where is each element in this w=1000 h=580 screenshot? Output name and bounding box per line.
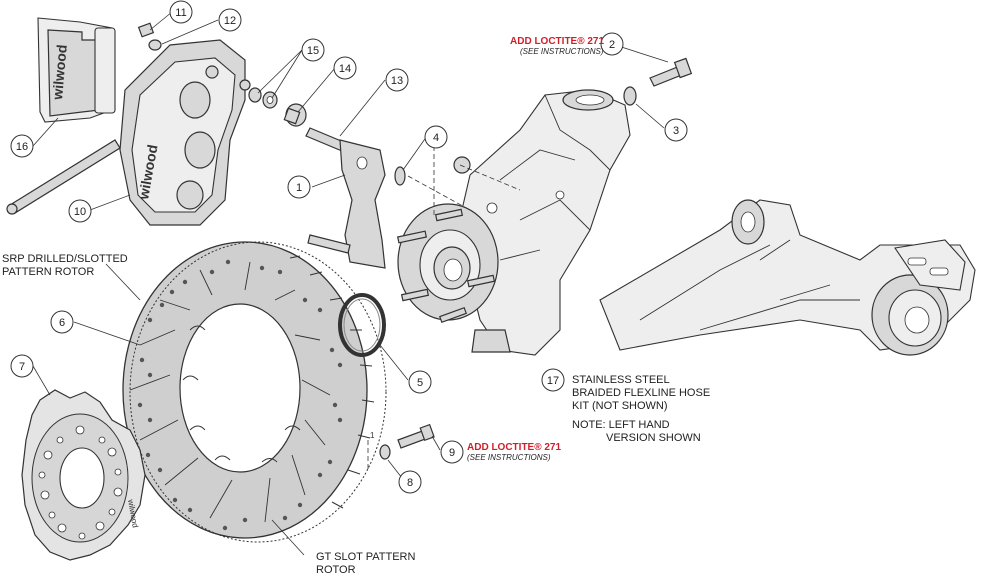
- svg-text:12: 12: [224, 15, 236, 27]
- callout-4: 4: [424, 125, 448, 149]
- axis-tag: 1: [370, 431, 375, 440]
- loctite-bottom-label: ADD LOCTITE® 271: [467, 442, 561, 453]
- kit-label-line3: KIT (NOT SHOWN): [572, 400, 668, 412]
- bolt-9-icon: [397, 423, 435, 449]
- callout-8: 8: [398, 470, 422, 494]
- washer-8-icon: [379, 444, 391, 460]
- callout-13: 13: [385, 68, 409, 92]
- callout-16: 16: [10, 134, 34, 158]
- hardware-11-12-icon: [137, 22, 162, 51]
- spacer-14-icon: [283, 103, 307, 127]
- loctite-bottom-sub: (SEE INSTRUCTIONS): [467, 453, 551, 462]
- callout-2: 2: [600, 32, 624, 56]
- washer-3-icon: [623, 86, 637, 106]
- callout-5: 5: [408, 370, 432, 394]
- svg-text:13: 13: [391, 75, 403, 87]
- svg-text:2: 2: [609, 39, 615, 51]
- svg-text:5: 5: [417, 377, 423, 389]
- wheel-stud-icon: [396, 208, 496, 324]
- callout-6: 6: [50, 310, 74, 334]
- svg-text:15: 15: [307, 45, 319, 57]
- callout-14: 14: [333, 56, 357, 80]
- brake-pad-icon: wilwood: [37, 17, 116, 123]
- loctite-top-label: ADD LOCTITE® 271: [510, 36, 604, 47]
- callout-17: 17: [541, 368, 565, 392]
- svg-text:8: 8: [407, 477, 413, 489]
- callout-3: 3: [664, 118, 688, 142]
- loctite-top-sub: (SEE INSTRUCTIONS): [520, 47, 604, 56]
- seal-ring-icon: [338, 293, 386, 357]
- gt-label-line2: ROTOR: [316, 564, 356, 576]
- callout-12: 12: [218, 8, 242, 32]
- svg-text:3: 3: [673, 125, 679, 137]
- note-line2: VERSION SHOWN: [606, 432, 701, 444]
- washer-15-icon: [248, 87, 278, 109]
- callout-9: 9: [440, 440, 464, 464]
- svg-text:6: 6: [59, 317, 65, 329]
- callout-10: 10: [68, 199, 92, 223]
- svg-text:4: 4: [433, 132, 439, 144]
- bracket-icon: [307, 139, 386, 269]
- svg-text:17: 17: [547, 375, 559, 387]
- kit-label-line1: STAINLESS STEEL: [572, 374, 670, 386]
- svg-text:14: 14: [339, 63, 351, 75]
- rotor-hat-icon: wilwood: [21, 389, 146, 561]
- srp-label-line1: SRP DRILLED/SLOTTED: [2, 253, 128, 265]
- caliper-icon: wilwood: [119, 39, 251, 226]
- callout-1: 1: [287, 175, 311, 199]
- callout-7: 7: [10, 354, 34, 378]
- control-arm-icon: [599, 199, 976, 356]
- bolt-2-icon: [649, 57, 693, 87]
- svg-text:9: 9: [449, 447, 455, 459]
- svg-text:16: 16: [16, 141, 28, 153]
- rotor-ring-icon: [122, 241, 387, 543]
- washer-4-icon: [394, 166, 406, 186]
- callout-11: 11: [169, 0, 193, 24]
- callout-15: 15: [301, 38, 325, 62]
- gt-label-line1: GT SLOT PATTERN: [316, 551, 415, 563]
- svg-text:11: 11: [175, 7, 186, 19]
- kit-label-line2: BRAIDED FLEXLINE HOSE: [572, 387, 710, 399]
- hub-knuckle-icon: [396, 89, 631, 356]
- svg-text:10: 10: [74, 206, 86, 218]
- note-line1: NOTE: LEFT HAND: [572, 419, 670, 431]
- pad-brand-text: wilwood: [49, 44, 70, 101]
- svg-text:1: 1: [296, 182, 302, 194]
- svg-text:7: 7: [19, 361, 25, 373]
- srp-label-line2: PATTERN ROTOR: [2, 266, 94, 278]
